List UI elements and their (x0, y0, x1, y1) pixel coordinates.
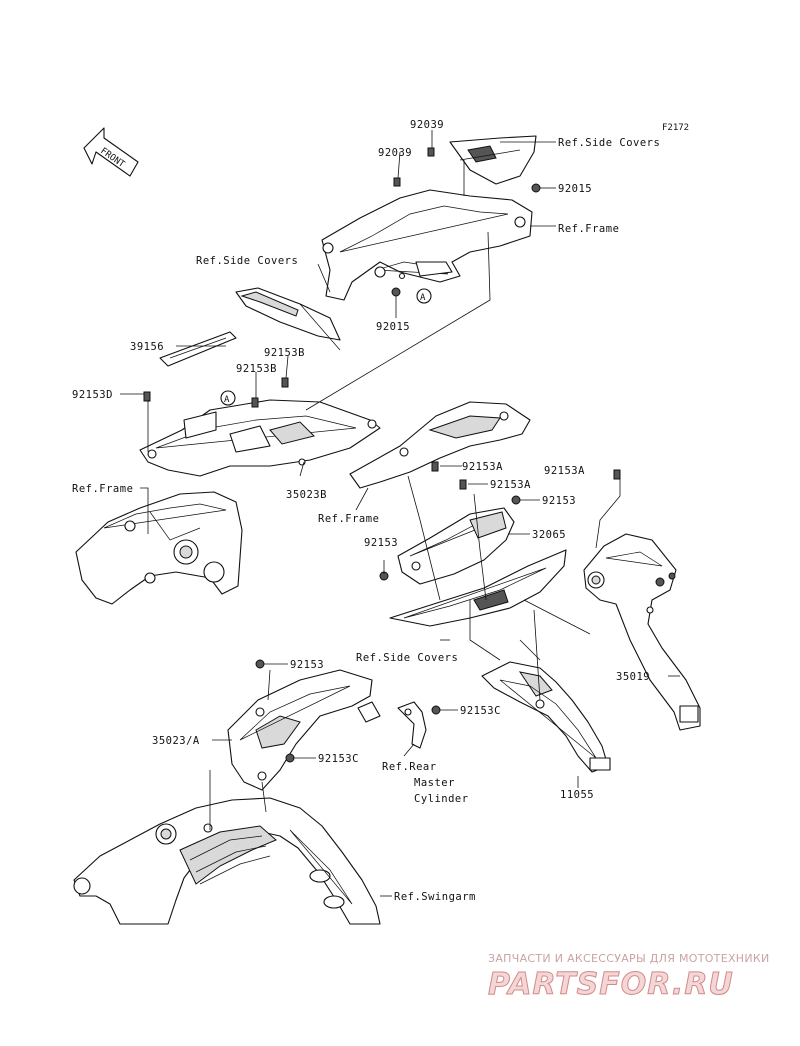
callout-92153a-right: 92153A (544, 465, 585, 477)
callout-92153c-b: 92153C (318, 753, 359, 765)
callout-32065: 32065 (532, 529, 566, 541)
callout-ref-frame-mid: Ref.Frame (318, 513, 379, 525)
inner-fender-35023a (227, 669, 373, 791)
callout-11055: 11055 (560, 789, 594, 801)
bolt-92153b-b (251, 397, 259, 408)
callout-92039-mid: 92039 (378, 147, 412, 159)
callout-92153-b: 92153 (364, 537, 398, 549)
callout-92153a-b: 92153A (490, 479, 531, 491)
diagram-code: F2172 (662, 123, 689, 133)
small-clamp (357, 701, 381, 723)
callout-92039-top: 92039 (410, 119, 444, 131)
label-plate-39156 (159, 331, 237, 367)
bolt-92039-top (427, 147, 435, 157)
callout-92153c-a: 92153C (460, 705, 501, 717)
callout-92015-bottom: 92015 (376, 321, 410, 333)
bolt-92153c-a (431, 705, 441, 715)
front-arrow-icon: FRONT (83, 127, 139, 177)
callout-35023a: 35023/A (152, 735, 200, 747)
watermark-tagline: ЗАПЧАСТИ И АКСЕССУАРЫ ДЛЯ МОТОТЕХНИКИ (488, 952, 770, 965)
svg-text:A: A (420, 293, 426, 303)
bolt-92153-c (255, 659, 265, 669)
callout-labels: 92039 92039 Ref.Side Covers 92015 Ref.Fr… (72, 119, 660, 903)
callout-ref-side-covers-mid: Ref.Side Covers (356, 652, 458, 664)
callout-ref-side-covers-left: Ref.Side Covers (196, 255, 298, 267)
callout-cylinder: Cylinder (414, 793, 469, 805)
bolt-92153-a (511, 495, 521, 505)
side-cover-left-top (235, 287, 341, 351)
leader-lines (120, 130, 680, 897)
side-cover-mid (389, 549, 567, 627)
rear-fender-11055 (481, 661, 611, 773)
upper-frame-bracket (321, 189, 533, 301)
nut-92015-bottom (391, 287, 401, 297)
callout-ref-swingarm: Ref.Swingarm (394, 891, 476, 903)
callout-ref-frame-left: Ref.Frame (72, 483, 133, 495)
rear-tray-35023b (139, 399, 381, 477)
callout-92153-c: 92153 (290, 659, 324, 671)
bolt-92153a-a (431, 461, 439, 472)
callout-92153d: 92153D (72, 389, 113, 401)
bolt-92153b-a (281, 377, 289, 388)
rear-master-cylinder-bracket (397, 701, 427, 749)
under-tray-32065 (397, 507, 515, 585)
callout-35023b: 35023B (286, 489, 327, 501)
bolt-92153a-b (459, 479, 467, 490)
bolt-92039-mid (393, 177, 401, 187)
callout-master: Master (414, 777, 455, 789)
callout-92153a-a: 92153A (462, 461, 503, 473)
nut-92015-right (531, 183, 541, 193)
callout-92153-a: 92153 (542, 495, 576, 507)
callout-35019: 35019 (616, 671, 650, 683)
bolt-92153c-b (285, 753, 295, 763)
callout-92015-right: 92015 (558, 183, 592, 195)
callout-92153b-a: 92153B (264, 347, 305, 359)
callout-ref-side-covers-top: Ref.Side Covers (558, 137, 660, 149)
rear-frame-piece (349, 401, 531, 489)
tail-side-cover-top (449, 135, 537, 185)
svg-text:A: A (224, 395, 230, 405)
callout-39156: 39156 (130, 341, 164, 353)
watermark: ЗАПЧАСТИ И АКСЕССУАРЫ ДЛЯ МОТОТЕХНИКИ PA… (488, 952, 770, 1003)
bolt-92153a-right (613, 469, 621, 480)
frame-left-section (75, 491, 243, 605)
bolt-92153d (143, 391, 151, 402)
callout-92153b-b: 92153B (236, 363, 277, 375)
marker-a-lower: A (220, 390, 236, 406)
marker-a-upper: A (416, 288, 432, 304)
callout-ref-frame-top: Ref.Frame (558, 223, 619, 235)
swingarm (73, 797, 381, 925)
license-bracket-35019 (583, 533, 701, 731)
callout-ref-rear: Ref.Rear (382, 761, 437, 773)
watermark-brand: PARTSFOR.RU (488, 967, 734, 1002)
